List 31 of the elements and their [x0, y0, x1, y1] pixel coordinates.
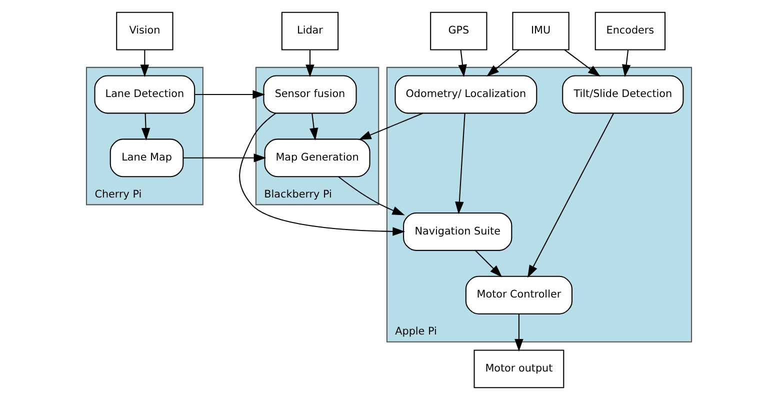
- node-box: Motor Controller: [465, 276, 572, 314]
- arrow: [310, 113, 318, 140]
- node-box: Odometry/ Localization: [394, 75, 538, 114]
- node-box: Encoders: [594, 12, 666, 50]
- node-box: Sensor fusion: [263, 75, 357, 114]
- arrow: [486, 49, 520, 77]
- node-box: Lane Map: [110, 138, 184, 178]
- node-box: GPS: [430, 12, 488, 50]
- arrow: [458, 50, 467, 78]
- node-box: Lane Detection: [94, 75, 196, 114]
- arrow: [306, 50, 314, 78]
- arrow: [528, 113, 614, 278]
- arrow: [564, 49, 600, 77]
- node-box: Lidar: [281, 12, 339, 50]
- arrow: [338, 176, 405, 216]
- arrow: [358, 112, 424, 140]
- arrow: [622, 50, 631, 78]
- node-box: Map Generation: [264, 138, 370, 178]
- arrow: [514, 314, 524, 352]
- node-box: Motor output: [474, 350, 564, 388]
- arrow: [455, 113, 466, 214]
- arrow: [475, 250, 502, 278]
- node-box: Navigation Suite: [403, 212, 512, 251]
- node-box: Vision: [116, 12, 174, 50]
- node-box: IMU: [512, 12, 570, 50]
- arrow: [141, 113, 150, 141]
- arrow: [183, 154, 266, 162]
- node-box: Tilt/Slide Detection: [562, 75, 684, 114]
- arrow: [140, 50, 150, 78]
- arrow: [239, 112, 406, 236]
- arrow: [194, 90, 266, 99]
